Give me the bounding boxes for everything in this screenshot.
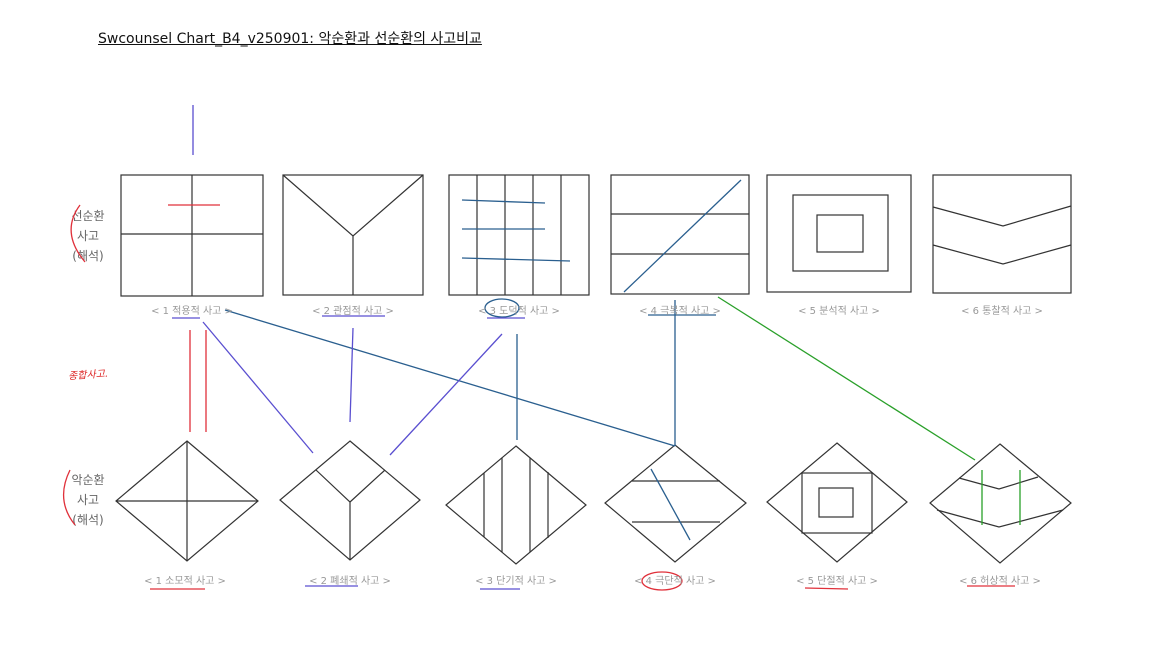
vicious-figure-3 (445, 445, 587, 565)
arrow-through-vicious-4 (650, 468, 691, 541)
connector-lines (63, 105, 1021, 591)
caption-vicious-6: < 6 허상적 사고 > (959, 576, 1041, 587)
bracket-virtuous (70, 204, 86, 263)
caption-vicious-2: < 2 폐쇄적 사고 > (309, 576, 391, 587)
caption-vicious-4: < 4 극단적 사고 > (634, 576, 716, 587)
caption-virtuous-4: < 4 극복적 사고 > (639, 306, 721, 317)
virtuous-figure-3 (448, 174, 590, 296)
arrow-3a (461, 199, 546, 204)
caption-virtuous-5: < 5 분석적 사고 > (798, 306, 880, 317)
caption-vicious-1: < 1 소모적 사고 > (144, 576, 226, 587)
link-2-to-1 (202, 321, 314, 454)
arrow-3c (461, 257, 571, 262)
row-label-vicious: 악순환 사고 (해석) (63, 470, 113, 530)
link-6-to-4 (717, 296, 976, 461)
virtuous-figure-5 (766, 174, 912, 293)
vicious-figure-2 (279, 440, 421, 561)
vicious-figure-4 (604, 444, 747, 563)
link-2-to-3 (389, 333, 503, 456)
vicious-figure-5 (766, 442, 908, 563)
row-label-line: 사고 (76, 229, 100, 243)
vicious-figure-6 (929, 443, 1072, 564)
link-2-up (349, 327, 354, 423)
caption-virtuous-3: < 3 도덕적 사고 > (478, 306, 560, 317)
caption-vicious-3: < 3 단기적 사고 > (475, 576, 557, 587)
page-title: Swcounsel Chart_B4_v250901: 악순환과 선순환의 사고… (98, 31, 482, 47)
virtuous-figure-1 (120, 174, 264, 297)
row-label-line: 선순환 (71, 209, 105, 223)
caption-virtuous-6: < 6 통찰적 사고 > (961, 306, 1043, 317)
row-label-line: 악순환 (71, 473, 105, 487)
row-label-line: (해석) (72, 513, 104, 527)
bracket-vicious (63, 469, 76, 526)
circle-mark-4 (641, 571, 683, 591)
row-label-virtuous: 선순환 사고 (해석) (63, 206, 113, 266)
circle-mark-3 (484, 298, 520, 318)
virtuous-figure-4 (610, 174, 750, 295)
virtuous-figure-6 (932, 174, 1072, 294)
caption-virtuous-1: < 1 적용적 사고 > (151, 306, 233, 317)
caption-virtuous-2: < 2 관점적 사고 > (312, 306, 394, 317)
label-underlines (150, 314, 1015, 590)
vicious-figure-1 (115, 440, 259, 562)
link-1-to-4 (224, 309, 676, 447)
caption-vicious-5: < 5 단절적 사고 > (796, 576, 878, 587)
virtuous-figure-2 (282, 174, 424, 296)
row-label-line: 사고 (76, 493, 100, 507)
row-label-line: (해석) (72, 249, 104, 263)
arrow-through-4 (623, 179, 742, 293)
